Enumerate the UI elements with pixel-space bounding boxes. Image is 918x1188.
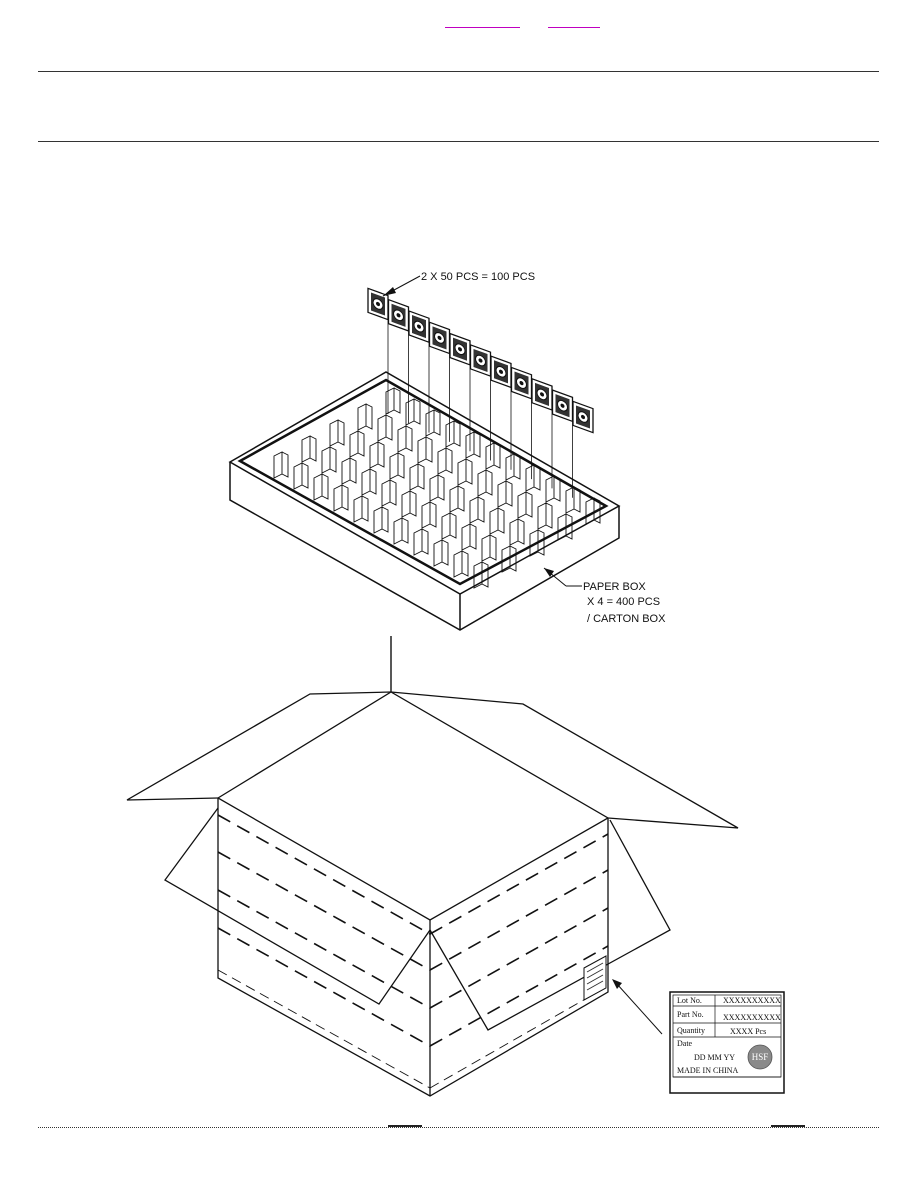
date-label: Date — [677, 1039, 693, 1048]
tray-slots — [273, 387, 601, 589]
tray-slot — [469, 496, 485, 524]
quantity-label: Quantity — [677, 1026, 705, 1035]
reel — [531, 378, 553, 411]
tray-slot — [333, 484, 349, 512]
tray-slot — [417, 436, 433, 464]
origin-label: MADE IN CHINA — [677, 1066, 739, 1075]
tray-slot — [453, 550, 469, 578]
tray-slot — [557, 513, 573, 541]
tray-slot — [273, 451, 289, 479]
tray-slot — [477, 469, 493, 497]
tray-slot — [485, 442, 501, 470]
tray-slot — [473, 561, 489, 589]
tray-slot — [389, 452, 405, 480]
tray-slot — [517, 491, 533, 519]
part-no-label: Part No. — [677, 1010, 704, 1019]
reel — [428, 321, 451, 355]
tray-slot — [349, 430, 365, 458]
tray-slot — [425, 409, 441, 437]
tray-slot — [377, 414, 393, 442]
footer-mark-1 — [388, 1125, 422, 1127]
tray-slot — [397, 425, 413, 453]
hsf-seal-text: HSF — [752, 1052, 769, 1062]
quantity-value: XXXX Pcs — [730, 1027, 766, 1036]
tray-slot — [421, 501, 437, 529]
tray-slot — [353, 495, 369, 523]
tray-slot — [545, 475, 561, 503]
tray-slot — [509, 518, 525, 546]
tray-slot — [293, 462, 309, 490]
tray-slot — [413, 528, 429, 556]
tray-slot — [481, 534, 497, 562]
per-carton-label: / CARTON BOX — [587, 613, 666, 625]
tray-slot — [497, 480, 513, 508]
tray-slot — [329, 419, 345, 447]
tray-slot — [585, 497, 601, 525]
tray-slot — [301, 435, 317, 463]
tray-slot — [381, 479, 397, 507]
lot-no-value: XXXXXXXXXX — [723, 996, 781, 1005]
date-value: DD MM YY — [694, 1053, 735, 1062]
reel — [449, 332, 471, 366]
lot-no-label: Lot No. — [677, 996, 702, 1005]
tray-slot — [321, 446, 337, 474]
footer-mark-2 — [771, 1125, 805, 1127]
tray-slot — [437, 447, 453, 475]
reel — [408, 310, 430, 343]
tray-slot — [465, 431, 481, 459]
pcs-per-tray-label: 2 X 50 PCS = 100 PCS — [421, 271, 535, 283]
tray-slot — [565, 486, 581, 514]
reel — [510, 366, 533, 400]
reel — [490, 355, 512, 389]
tray-slot — [457, 458, 473, 486]
pcs-callout: 2 X 50 PCS = 100 PCS — [382, 271, 535, 297]
paper-box-label: PAPER BOX — [583, 581, 646, 593]
tray-slot — [429, 474, 445, 502]
tray-slot — [401, 490, 417, 518]
header-divider — [38, 141, 879, 142]
tray-slot — [373, 506, 389, 534]
tray-slot — [441, 512, 457, 540]
reel-drop-lines — [387, 318, 573, 498]
tray-slot — [409, 463, 425, 491]
tray-slot — [489, 507, 505, 535]
tray-slot — [357, 403, 373, 431]
tray-slot — [449, 485, 465, 513]
reel — [367, 287, 389, 321]
tray-slot — [313, 473, 329, 501]
footer-divider — [38, 1127, 879, 1128]
tray-slot — [361, 468, 377, 496]
tray-slot — [461, 523, 477, 551]
header-link-1[interactable] — [445, 16, 520, 28]
header-link-2[interactable] — [548, 16, 600, 28]
tray-slot — [341, 457, 357, 485]
tray-slot — [393, 517, 409, 545]
reel — [469, 344, 492, 377]
tray-slot — [529, 529, 545, 557]
paper-box — [228, 371, 621, 631]
tray-slot — [445, 420, 461, 448]
box-multiplier-label: X 4 = 400 PCS — [587, 596, 660, 608]
reel — [572, 400, 594, 434]
carton-label: Lot No. XXXXXXXXXX Part No. XXXXXXXXXX Q… — [669, 991, 785, 1094]
tray-slot — [385, 387, 401, 415]
tray-slot — [501, 545, 517, 573]
tray-slot — [433, 539, 449, 567]
reel — [387, 298, 410, 332]
tray-slot — [537, 502, 553, 530]
reel — [551, 389, 574, 423]
part-no-value: XXXXXXXXXX — [723, 1013, 781, 1022]
hsf-seal — [747, 1044, 773, 1070]
carton-box — [126, 691, 739, 1097]
tray-slot — [369, 441, 385, 469]
tray-slot — [405, 398, 421, 426]
top-divider — [38, 71, 879, 72]
paper-box-callout: PAPER BOX X 4 = 400 PCS / CARTON BOX — [543, 567, 666, 625]
